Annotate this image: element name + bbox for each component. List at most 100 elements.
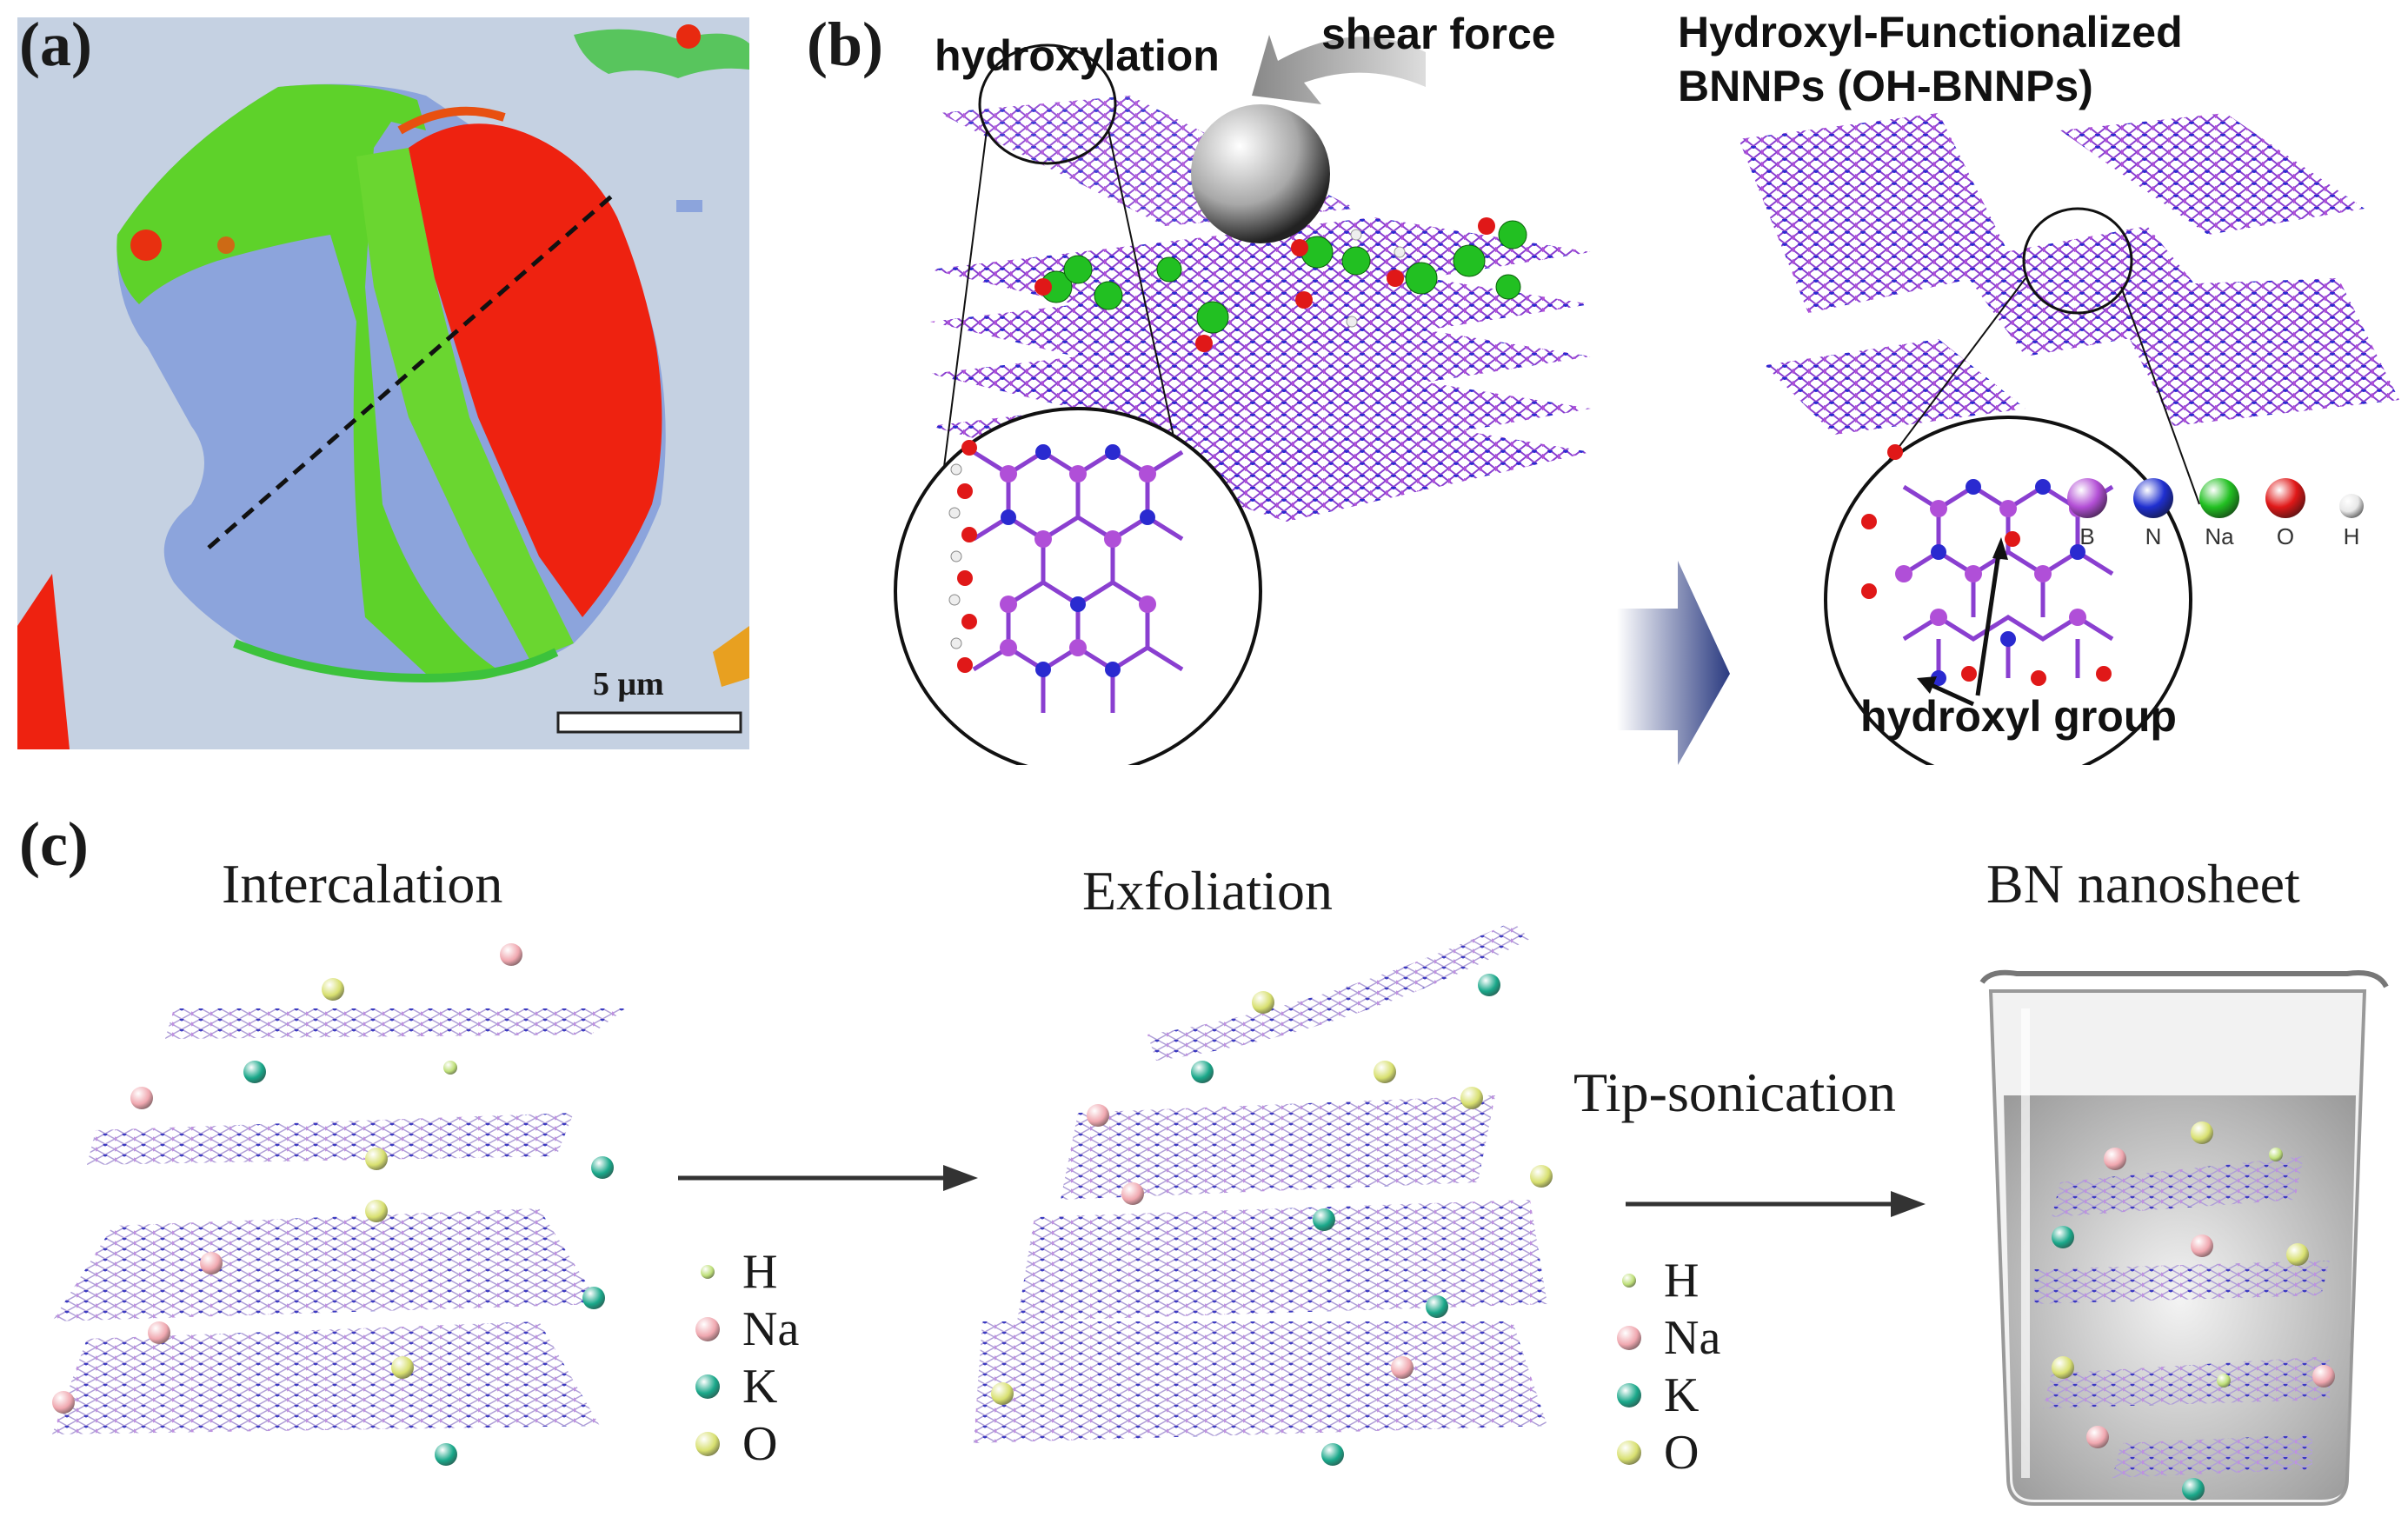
legend-c-label: H bbox=[742, 1245, 778, 1299]
ion-sphere bbox=[2191, 1235, 2213, 1257]
ion-sphere bbox=[582, 1287, 605, 1309]
ion-sphere bbox=[2286, 1243, 2309, 1266]
ion-sphere bbox=[1426, 1295, 1448, 1318]
ion-sphere bbox=[322, 978, 344, 1001]
ion-sphere bbox=[991, 1382, 1014, 1405]
atom-sphere-icon bbox=[2339, 494, 2364, 518]
legend-b-label: O bbox=[2276, 523, 2295, 549]
legend-c-label: O bbox=[1664, 1426, 1700, 1480]
hydroxylation-label: hydroxylation bbox=[935, 31, 1220, 80]
ion-sphere bbox=[391, 1356, 414, 1379]
ion-sphere bbox=[1391, 1356, 1414, 1379]
panel-c: Intercalation Exfoliation BN nanosheet T… bbox=[0, 800, 2408, 1524]
exfoliation-title: Exfoliation bbox=[1082, 860, 1333, 922]
zoom-circle-large-left bbox=[894, 407, 1262, 765]
shear-arrow bbox=[1252, 35, 1426, 104]
hbn-exfoliation-illustration bbox=[894, 35, 2399, 765]
ion-sphere bbox=[1530, 1165, 1553, 1188]
ion-sphere bbox=[1478, 974, 1500, 996]
ion-sphere-icon bbox=[695, 1374, 720, 1399]
legend-c-label: K bbox=[742, 1360, 778, 1414]
intercalation-exfoliation-illustration bbox=[52, 922, 2389, 1506]
legend-b-label: H bbox=[2343, 523, 2360, 549]
ion-sphere bbox=[1460, 1087, 1483, 1109]
legend-c-item: K bbox=[1617, 1367, 1720, 1424]
ion-sphere-icon bbox=[1622, 1274, 1636, 1288]
ion-sphere bbox=[1374, 1061, 1396, 1083]
ion-sphere bbox=[130, 1087, 153, 1109]
ion-sphere-icon bbox=[695, 1317, 720, 1341]
beaker bbox=[1979, 969, 2389, 1506]
legend-b-item: N bbox=[2126, 478, 2180, 550]
legend-c-label: Na bbox=[1664, 1311, 1721, 1365]
legend-b-label: Na bbox=[2205, 523, 2234, 549]
ion-sphere bbox=[1252, 991, 1274, 1014]
legend-b-item: Na bbox=[2192, 478, 2246, 550]
ion-sphere-icon bbox=[1617, 1383, 1641, 1408]
legend-c-item: O bbox=[1617, 1424, 1720, 1481]
ion-sphere bbox=[500, 943, 522, 966]
ion-sphere bbox=[365, 1148, 388, 1170]
legend-b-label: N bbox=[2145, 523, 2162, 549]
zoom-circle-small-left bbox=[978, 43, 1117, 165]
legend-c-label: H bbox=[1664, 1254, 1700, 1308]
hydroxyl-group-label: hydroxyl group bbox=[1860, 692, 2177, 741]
ion-sphere bbox=[2269, 1148, 2283, 1161]
atom-sphere-icon bbox=[2199, 478, 2239, 518]
ion-sphere bbox=[52, 1391, 75, 1414]
legend-c-item: H bbox=[1617, 1252, 1720, 1309]
panel-b: hydroxylation shear force Hydroxyl-Funct… bbox=[869, 0, 2408, 765]
atom-sphere-icon bbox=[2133, 478, 2173, 518]
ion-sphere bbox=[591, 1156, 614, 1179]
ion-sphere bbox=[2182, 1478, 2205, 1501]
ion-sphere bbox=[1321, 1443, 1344, 1466]
atom-sphere-icon bbox=[2265, 478, 2305, 518]
ion-sphere bbox=[2217, 1374, 2231, 1388]
ion-sphere bbox=[1313, 1208, 1335, 1231]
ion-sphere-icon bbox=[1617, 1441, 1641, 1465]
panel-label-c: (c) bbox=[19, 809, 89, 879]
panel-a: 5 μm bbox=[17, 17, 749, 749]
ion-sphere bbox=[243, 1061, 266, 1083]
legend-c-item: H bbox=[695, 1243, 799, 1301]
legend-b-label: B bbox=[2079, 523, 2095, 549]
ion-sphere bbox=[148, 1321, 170, 1344]
panel-label-a: (a) bbox=[19, 10, 92, 79]
ion-sphere-icon bbox=[695, 1432, 720, 1456]
afm-image bbox=[17, 17, 749, 749]
ion-sphere bbox=[2191, 1121, 2213, 1144]
atom-legend-b: B N Na O H bbox=[2060, 478, 2408, 556]
legend-c-item: K bbox=[695, 1358, 799, 1415]
scale-bar-label: 5 μm bbox=[593, 666, 664, 702]
ion-sphere bbox=[1191, 1061, 1214, 1083]
ion-sphere bbox=[2052, 1356, 2074, 1379]
product-title-line1: Hydroxyl-Functionalized bbox=[1678, 8, 2183, 57]
tip-sonication-label: Tip-sonication bbox=[1573, 1061, 1896, 1123]
ion-sphere bbox=[2104, 1148, 2126, 1170]
ion-sphere-icon bbox=[701, 1265, 715, 1279]
legend-c-item: Na bbox=[1617, 1309, 1720, 1367]
milling-ball bbox=[1191, 104, 1330, 243]
legend-c-label: O bbox=[742, 1417, 778, 1471]
ion-sphere bbox=[365, 1200, 388, 1222]
legend-c-item: Na bbox=[695, 1301, 799, 1358]
legend-c-label: K bbox=[1664, 1368, 1700, 1422]
ion-sphere bbox=[2052, 1226, 2074, 1248]
ion-spheres bbox=[0, 800, 2408, 1524]
ion-sphere bbox=[2312, 1365, 2335, 1388]
nanosheet-title: BN nanosheet bbox=[1986, 853, 2300, 915]
panel-label-b: (b) bbox=[807, 10, 883, 79]
ion-sphere bbox=[200, 1252, 223, 1274]
legend-b-item: O bbox=[2258, 478, 2312, 550]
ion-sphere bbox=[2086, 1426, 2109, 1448]
ion-sphere-icon bbox=[1617, 1326, 1641, 1350]
transition-arrow bbox=[1617, 561, 1730, 765]
ion-sphere bbox=[1087, 1104, 1109, 1127]
zoom-circle-small-right bbox=[2022, 207, 2133, 315]
ion-sphere bbox=[435, 1443, 457, 1466]
shear-force-label: shear force bbox=[1321, 10, 1556, 58]
legend-c-label: Na bbox=[742, 1302, 800, 1356]
legend-b-item: H bbox=[2325, 478, 2378, 550]
ion-sphere bbox=[1121, 1182, 1144, 1205]
